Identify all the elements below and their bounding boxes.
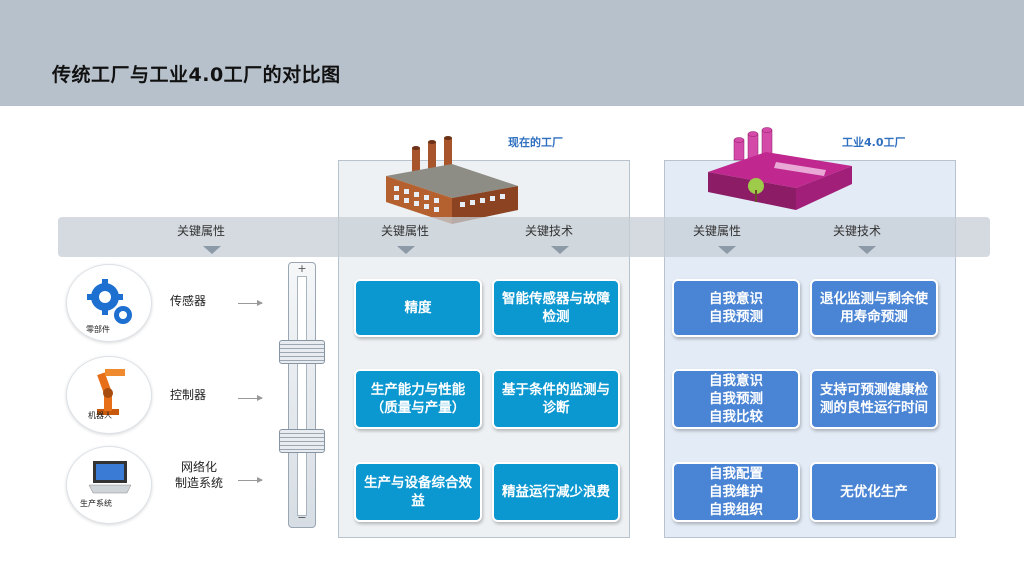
arrow-down-icon (858, 246, 876, 254)
industry40-factory-icon (708, 127, 852, 210)
arrow-down-icon (397, 246, 415, 254)
network-manufacturing-label: 网络化 制造系统 (174, 460, 223, 490)
slider-handle-upper[interactable] (279, 340, 325, 364)
production-system-caption: 生产系统 (80, 499, 112, 508)
slider-plus-sign: + (297, 262, 307, 275)
now-attribute-box: 生产能力与性能（质量与产量） (354, 369, 482, 429)
arrow-down-icon (551, 246, 569, 254)
gear-icon (87, 279, 132, 324)
robot-caption: 机器人 (88, 411, 112, 420)
now-factory-label: 现在的工厂 (508, 136, 563, 149)
arrow-right-icon (238, 477, 263, 483)
banner-label-now-attributes: 关键属性 (380, 224, 429, 238)
traditional-factory-icon (386, 136, 518, 224)
slider-handle-lower[interactable] (279, 429, 325, 453)
robot-circle (66, 356, 152, 434)
robot-arm-icon (97, 369, 125, 415)
arrow-down-icon (718, 246, 736, 254)
arrow-right-icon (238, 395, 263, 401)
industry40-factory-label: 工业4.0工厂 (842, 136, 906, 149)
now-technology-box: 精益运行减少浪费 (492, 462, 620, 522)
laptop-icon (88, 461, 132, 494)
page-title: 传统工厂与工业4.0工厂的对比图 (52, 64, 341, 86)
slider-track (297, 276, 307, 516)
now-technology-box: 基于条件的监测与诊断 (492, 369, 620, 429)
arrow-right-icon (238, 300, 263, 306)
production-system-circle (66, 446, 152, 524)
industry40-technology-box: 无优化生产 (810, 462, 938, 522)
component-circle (66, 264, 152, 342)
industry40-attribute-box: 自我意识 自我预测 自我比较 (672, 369, 800, 429)
industry40-attribute-box: 自我意识 自我预测 (672, 279, 800, 337)
industry40-attribute-box: 自我配置 自我维护 自我组织 (672, 462, 800, 522)
controller-label: 控制器 (169, 388, 206, 402)
now-attribute-box: 精度 (354, 279, 482, 337)
banner-label-now-technologies: 关键技术 (524, 224, 573, 238)
sensor-label: 传感器 (169, 294, 206, 308)
industry40-technology-box: 支持可预测健康检测的良性运行时间 (810, 369, 938, 429)
banner-label-left-attributes: 关键属性 (176, 224, 225, 238)
component-caption: 零部件 (86, 325, 110, 334)
arrow-down-icon (203, 246, 221, 254)
industry40-technology-box: 退化监测与剩余使用寿命预测 (810, 279, 938, 337)
banner-label-40-technologies: 关键技术 (832, 224, 881, 238)
now-attribute-box: 生产与设备综合效益 (354, 462, 482, 522)
banner-label-40-attributes: 关键属性 (692, 224, 741, 238)
now-technology-box: 智能传感器与故障检测 (492, 279, 620, 337)
slider-minus-sign: − (297, 511, 307, 524)
title-bar (0, 0, 1024, 106)
